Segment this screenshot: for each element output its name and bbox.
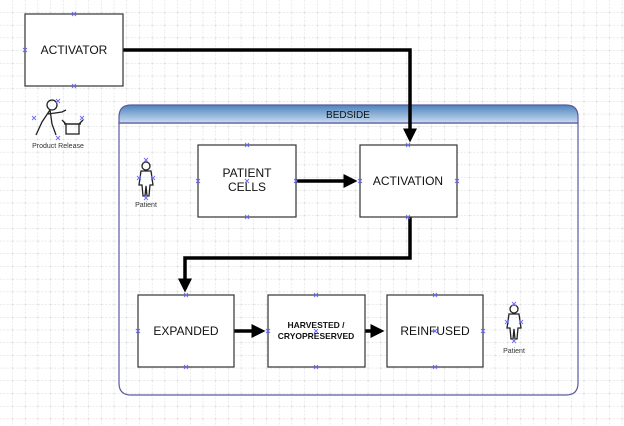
harvested-label-2: CRYOPRESERVED xyxy=(278,331,355,341)
connection-point-marker xyxy=(22,47,28,53)
connection-point-marker xyxy=(244,178,250,184)
product-release-figure[interactable]: Product Release xyxy=(32,99,84,150)
connection-point-marker xyxy=(511,338,517,344)
bedside-label: BEDSIDE xyxy=(326,110,370,121)
expanded-box[interactable]: EXPANDED xyxy=(137,294,235,368)
connection-point-marker xyxy=(313,328,319,334)
connection-point-marker xyxy=(150,175,156,181)
activation-label: ACTIVATION xyxy=(373,174,443,188)
connection-point-marker xyxy=(55,98,61,104)
connection-point-marker xyxy=(480,328,486,334)
connection-point-marker xyxy=(71,83,77,89)
connection-point-marker xyxy=(293,178,299,184)
patient-figure-left[interactable]: Patient xyxy=(135,161,157,209)
connection-point-marker xyxy=(195,178,201,184)
person-icon xyxy=(138,161,154,197)
activator-label: ACTIVATOR xyxy=(41,43,108,57)
expanded-label: EXPANDED xyxy=(153,324,218,338)
connection-point-marker xyxy=(183,292,189,298)
person-with-box-icon xyxy=(35,99,84,136)
connection-point-marker xyxy=(313,292,319,298)
connection-point-marker xyxy=(518,319,524,325)
connection-point-marker xyxy=(504,319,510,325)
connection-point-marker xyxy=(136,175,142,181)
connection-point-marker xyxy=(244,214,250,220)
product-release-label: Product Release xyxy=(32,143,84,150)
connection-point-marker xyxy=(357,178,363,184)
person-icon xyxy=(506,304,522,340)
connection-point-marker xyxy=(143,195,149,201)
arrow-activator-to-activation xyxy=(123,48,417,143)
connection-point-marker xyxy=(432,328,438,334)
connection-point-marker xyxy=(244,142,250,148)
connection-point-marker xyxy=(31,115,37,121)
connection-point-marker xyxy=(454,178,460,184)
activation-box[interactable]: ACTIVATION xyxy=(359,144,458,218)
connection-markers xyxy=(22,11,524,370)
connection-point-marker xyxy=(432,364,438,370)
harvested-label-1: HARVESTED / xyxy=(288,320,346,330)
patient-figure-right[interactable]: Patient xyxy=(503,304,525,355)
harvested-box[interactable]: HARVESTED / CRYOPRESERVED xyxy=(267,294,366,368)
patient-right-label: Patient xyxy=(503,348,525,355)
patient-cells-label-2: CELLS xyxy=(228,180,266,194)
connection-point-marker xyxy=(265,328,271,334)
bedside-container[interactable]: BEDSIDE xyxy=(118,104,579,396)
connection-point-marker xyxy=(432,292,438,298)
bedside-header xyxy=(118,104,579,124)
connection-point-marker xyxy=(183,364,189,370)
connection-point-marker xyxy=(405,142,411,148)
arrow-activation-to-expanded xyxy=(178,217,412,293)
patient-cells-label-1: PATIENT xyxy=(223,166,273,180)
connection-point-marker xyxy=(511,301,517,307)
patient-left-label: Patient xyxy=(135,202,157,209)
activator-box[interactable]: ACTIVATOR xyxy=(24,13,124,87)
connection-point-marker xyxy=(55,135,61,141)
connection-point-marker xyxy=(79,115,85,121)
connection-point-marker xyxy=(143,157,149,163)
connection-point-marker xyxy=(313,364,319,370)
connection-point-marker xyxy=(135,328,141,334)
connection-point-marker xyxy=(405,214,411,220)
connection-point-marker xyxy=(71,11,77,17)
